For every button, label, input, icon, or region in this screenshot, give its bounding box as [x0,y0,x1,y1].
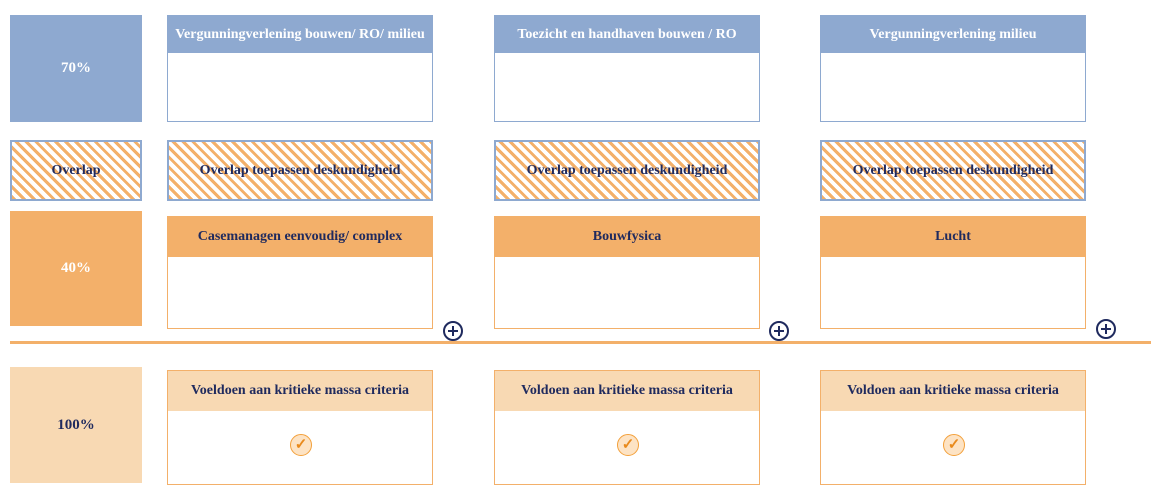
checkmark-icon: ✓ [943,434,965,456]
col1-bottom-header: Voeldoen aan kritieke massa criteria [168,371,432,411]
col1-overlap-text: Overlap toepassen deskundigheid [199,162,401,178]
row-label-40-text: 40% [61,260,91,276]
col3-top-box: Vergunningverlening milieu [820,15,1086,122]
row-label-70-text: 70% [61,60,91,76]
row-label-70: 70% [10,15,142,122]
col1-middle-box: Casemanagen eenvoudig/ complex [167,216,433,329]
col1-bottom-box: Voeldoen aan kritieke massa criteria ✓ [167,370,433,485]
col2-middle-box: Bouwfysica [494,216,760,329]
plus-circle-icon[interactable] [769,321,789,341]
col2-top-box: Toezicht en handhaven bouwen / RO [494,15,760,122]
checkmark-icon: ✓ [617,434,639,456]
row-label-100: 100% [10,367,142,483]
col3-bottom-box: Voldoen aan kritieke massa criteria ✓ [820,370,1086,485]
col2-top-header: Toezicht en handhaven bouwen / RO [495,16,759,53]
col3-bottom-header: Voldoen aan kritieke massa criteria [821,371,1085,411]
col2-overlap-text: Overlap toepassen deskundigheid [526,162,728,178]
col1-overlap-box: Overlap toepassen deskundigheid [167,140,433,201]
plus-circle-icon[interactable] [1096,319,1116,339]
row-label-100-text: 100% [57,416,95,433]
row-label-40: 40% [10,211,142,326]
checkmark-icon: ✓ [290,434,312,456]
divider-line [10,341,1151,344]
col3-overlap-text: Overlap toepassen deskundigheid [852,162,1054,178]
col2-bottom-header: Voldoen aan kritieke massa criteria [495,371,759,411]
col3-middle-box: Lucht [820,216,1086,329]
col1-middle-header: Casemanagen eenvoudig/ complex [168,217,432,257]
row-label-overlap: Overlap [10,140,142,201]
col3-top-header: Vergunningverlening milieu [821,16,1085,53]
col2-overlap-box: Overlap toepassen deskundigheid [494,140,760,201]
col3-overlap-box: Overlap toepassen deskundigheid [820,140,1086,201]
col2-middle-header: Bouwfysica [495,217,759,257]
col2-bottom-box: Voldoen aan kritieke massa criteria ✓ [494,370,760,485]
col1-top-header: Vergunningverlening bouwen/ RO/ milieu [168,16,432,53]
plus-circle-icon[interactable] [443,321,463,341]
col1-top-box: Vergunningverlening bouwen/ RO/ milieu [167,15,433,122]
col3-middle-header: Lucht [821,217,1085,257]
row-label-overlap-text: Overlap [51,162,101,178]
